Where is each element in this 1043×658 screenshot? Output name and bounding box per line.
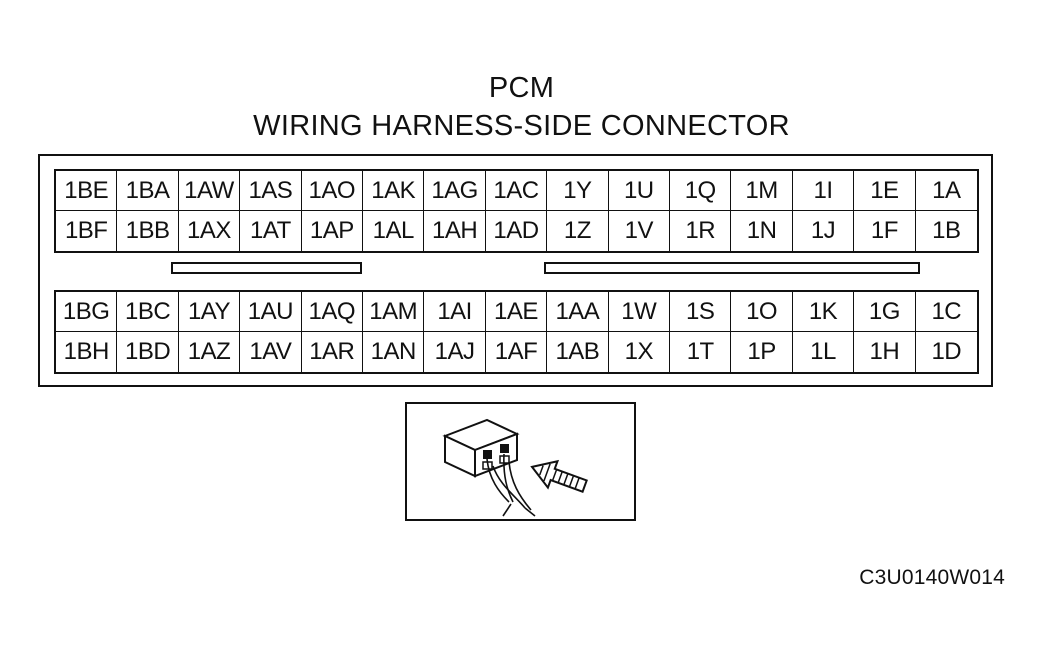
key-slot-right [544, 262, 920, 274]
pin-cell: 1AP [302, 211, 363, 251]
pin-cell: 1AO [301, 171, 363, 211]
pin-cell: 1AV [240, 332, 302, 372]
pin-cell: 1J [793, 211, 855, 251]
pin-cell: 1H [854, 332, 916, 372]
pin-cell: 1BC [117, 292, 179, 332]
probe-illustration-frame [405, 402, 636, 521]
pin-cell: 1X [609, 332, 670, 372]
pin-cell: 1AI [424, 292, 486, 332]
pin-cell: 1AA [547, 292, 609, 332]
pin-cell: 1AC [485, 171, 548, 211]
pin-cell: 1R [670, 211, 732, 251]
pin-cell: 1AH [424, 211, 486, 251]
pin-cell: 1BF [56, 211, 118, 251]
pin-cell: 1V [609, 211, 670, 251]
pin-cell: 1E [854, 171, 916, 211]
pin-cell: 1AW [178, 171, 241, 211]
pin-cell: 1AU [240, 292, 302, 332]
pin-cell: 1Y [547, 171, 609, 211]
pin-cell: 1BH [56, 332, 118, 372]
pin-cell: 1Z [547, 211, 609, 251]
pin-cell: 1AK [363, 171, 425, 211]
pin-cell: 1AS [240, 171, 302, 211]
pin-cell: 1N [731, 211, 793, 251]
pin-cell: 1AN [363, 332, 425, 372]
pin-cell: 1AL [363, 211, 425, 251]
pin-cell: 1AE [485, 292, 548, 332]
pin-cell: 1T [670, 332, 732, 372]
figure-code: C3U0140W014 [859, 566, 1005, 589]
pin-cell: 1AQ [301, 292, 363, 332]
pin-cell: 1F [854, 211, 916, 251]
pin-cell: 1C [915, 292, 977, 332]
pin-cell: 1G [854, 292, 916, 332]
pin-cell: 1AB [547, 332, 609, 372]
pin-cell: 1BB [117, 211, 179, 251]
pin-cell: 1Q [670, 171, 732, 211]
diagram-subtitle: WIRING HARNESS-SIDE CONNECTOR [253, 110, 790, 142]
pin-cell: 1BD [117, 332, 179, 372]
pin-cell: 1AF [486, 332, 548, 372]
pin-cell: 1BE [56, 171, 118, 211]
pin-cell: 1AT [240, 211, 302, 251]
pin-cell: 1AG [424, 171, 486, 211]
diagram-title: PCM [488, 72, 555, 104]
pin-cell: 1I [792, 171, 855, 211]
key-slot-left [171, 262, 362, 274]
pin-cell: 1U [608, 171, 670, 211]
pin-cell: 1AM [363, 292, 425, 332]
pin-cell: 1D [931, 338, 962, 365]
pin-cell: 1AX [179, 211, 241, 251]
pin-cell: 1K [792, 292, 855, 332]
pin-cell: 1S [670, 292, 732, 332]
pin-cell: 1AZ [179, 332, 241, 372]
pin-cell: 1W [608, 292, 670, 332]
pin-cell: 1A [915, 171, 977, 211]
pin-cell: 1M [731, 171, 793, 211]
pin-cell: 1AY [178, 292, 241, 332]
pin-cell: 1P [731, 332, 793, 372]
pin-cell: 1L [793, 332, 855, 372]
pin-cell: 1BA [117, 171, 179, 211]
pin-cell: 1B [932, 217, 961, 244]
pin-cell: 1O [731, 292, 793, 332]
pin-cell: 1AR [302, 332, 363, 372]
connector-backprobe-arrow-icon [442, 418, 588, 517]
pin-cell: 1AJ [424, 332, 486, 372]
pin-cell: 1BG [56, 292, 118, 332]
pin-cell: 1AD [486, 211, 548, 251]
